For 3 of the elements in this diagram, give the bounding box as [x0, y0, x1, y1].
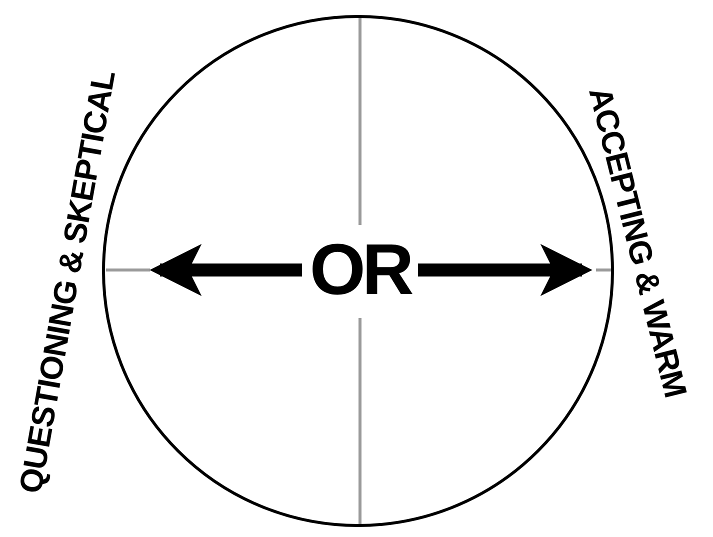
- arrow: [418, 244, 592, 296]
- center-word: OR: [308, 232, 412, 308]
- arrow: [150, 244, 302, 296]
